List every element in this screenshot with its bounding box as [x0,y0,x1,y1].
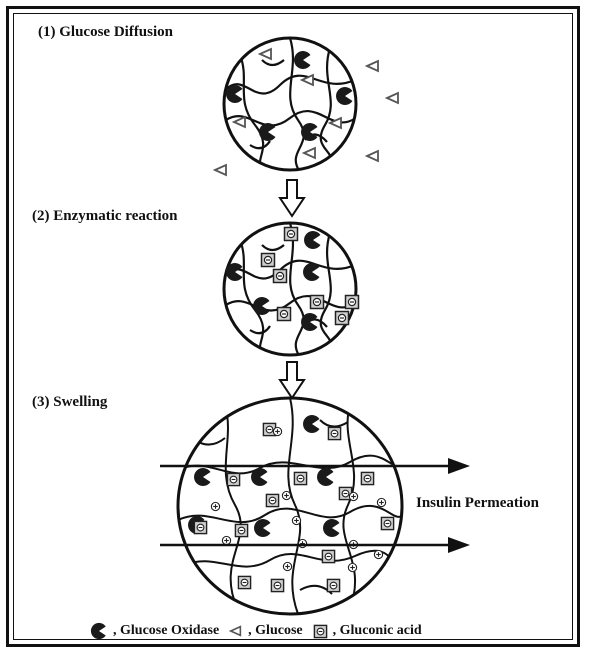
gluconic-acid-icon [194,521,206,533]
gluconic-acid-icon [381,517,393,529]
legend-item-glucose-oxidase: , Glucose Oxidase [90,622,223,640]
gluconic-acid-icon [328,427,340,439]
positive-charge-icon [273,427,281,435]
gluconic-acid-icon [227,473,239,485]
gluconic-acid-icon [336,312,349,325]
gluconic-acid-icon [311,296,324,309]
gluconic-acid-icon [266,494,278,506]
glucose-oxidase-icon [90,622,108,640]
glucose-icon [215,165,226,175]
positive-charge-icon [374,550,382,558]
positive-charge-icon [211,502,219,510]
legend: , Glucose Oxidase , Glucose , Gluconic a… [90,620,422,642]
down-arrow-2 [280,362,304,398]
gluconic-acid-icon [322,550,334,562]
stage-1-label: (1) Glucose Diffusion [38,24,173,41]
gluconic-acid-icon [294,472,306,484]
gluconic-acid-icon [274,270,287,283]
insulin-permeation-label: Insulin Permeation [416,495,539,512]
legend-label: , Glucose Oxidase [113,623,219,639]
gluconic-acid-icon [313,624,328,639]
gluconic-acid-icon [238,576,250,588]
positive-charge-icon [298,539,306,547]
positive-charge-icon [222,536,230,544]
gluconic-acid-icon [285,228,298,241]
gluconic-acid-icon [361,472,373,484]
down-arrow-1 [280,180,304,216]
gluconic-acid-icon [327,579,339,591]
glucose-icon [229,624,243,638]
sphere-3 [178,398,402,614]
positive-charge-icon [282,491,290,499]
positive-charge-icon [377,498,385,506]
positive-charge-icon [349,492,357,500]
glucose-icon [367,151,378,161]
gluconic-acid-icon [235,524,247,536]
sphere-2 [224,223,359,357]
sphere-1 [224,38,356,172]
positive-charge-icon [292,516,300,524]
gluconic-acid-icon [262,254,275,267]
glucose-icon [387,93,398,103]
gluconic-acid-icon [278,308,291,321]
positive-charge-icon [283,562,291,570]
legend-label: , Gluconic acid [333,623,422,639]
legend-item-gluconic-acid: , Gluconic acid [313,623,422,639]
gluconic-acid-icon [346,296,359,309]
gluconic-acid-icon [271,579,283,591]
legend-label: , Glucose [248,623,302,639]
stage-2-label: (2) Enzymatic reaction [32,208,178,225]
positive-charge-icon [348,563,356,571]
glucose-icon [367,61,378,71]
stage-3-label: (3) Swelling [32,394,107,411]
legend-item-glucose: , Glucose [229,623,306,639]
